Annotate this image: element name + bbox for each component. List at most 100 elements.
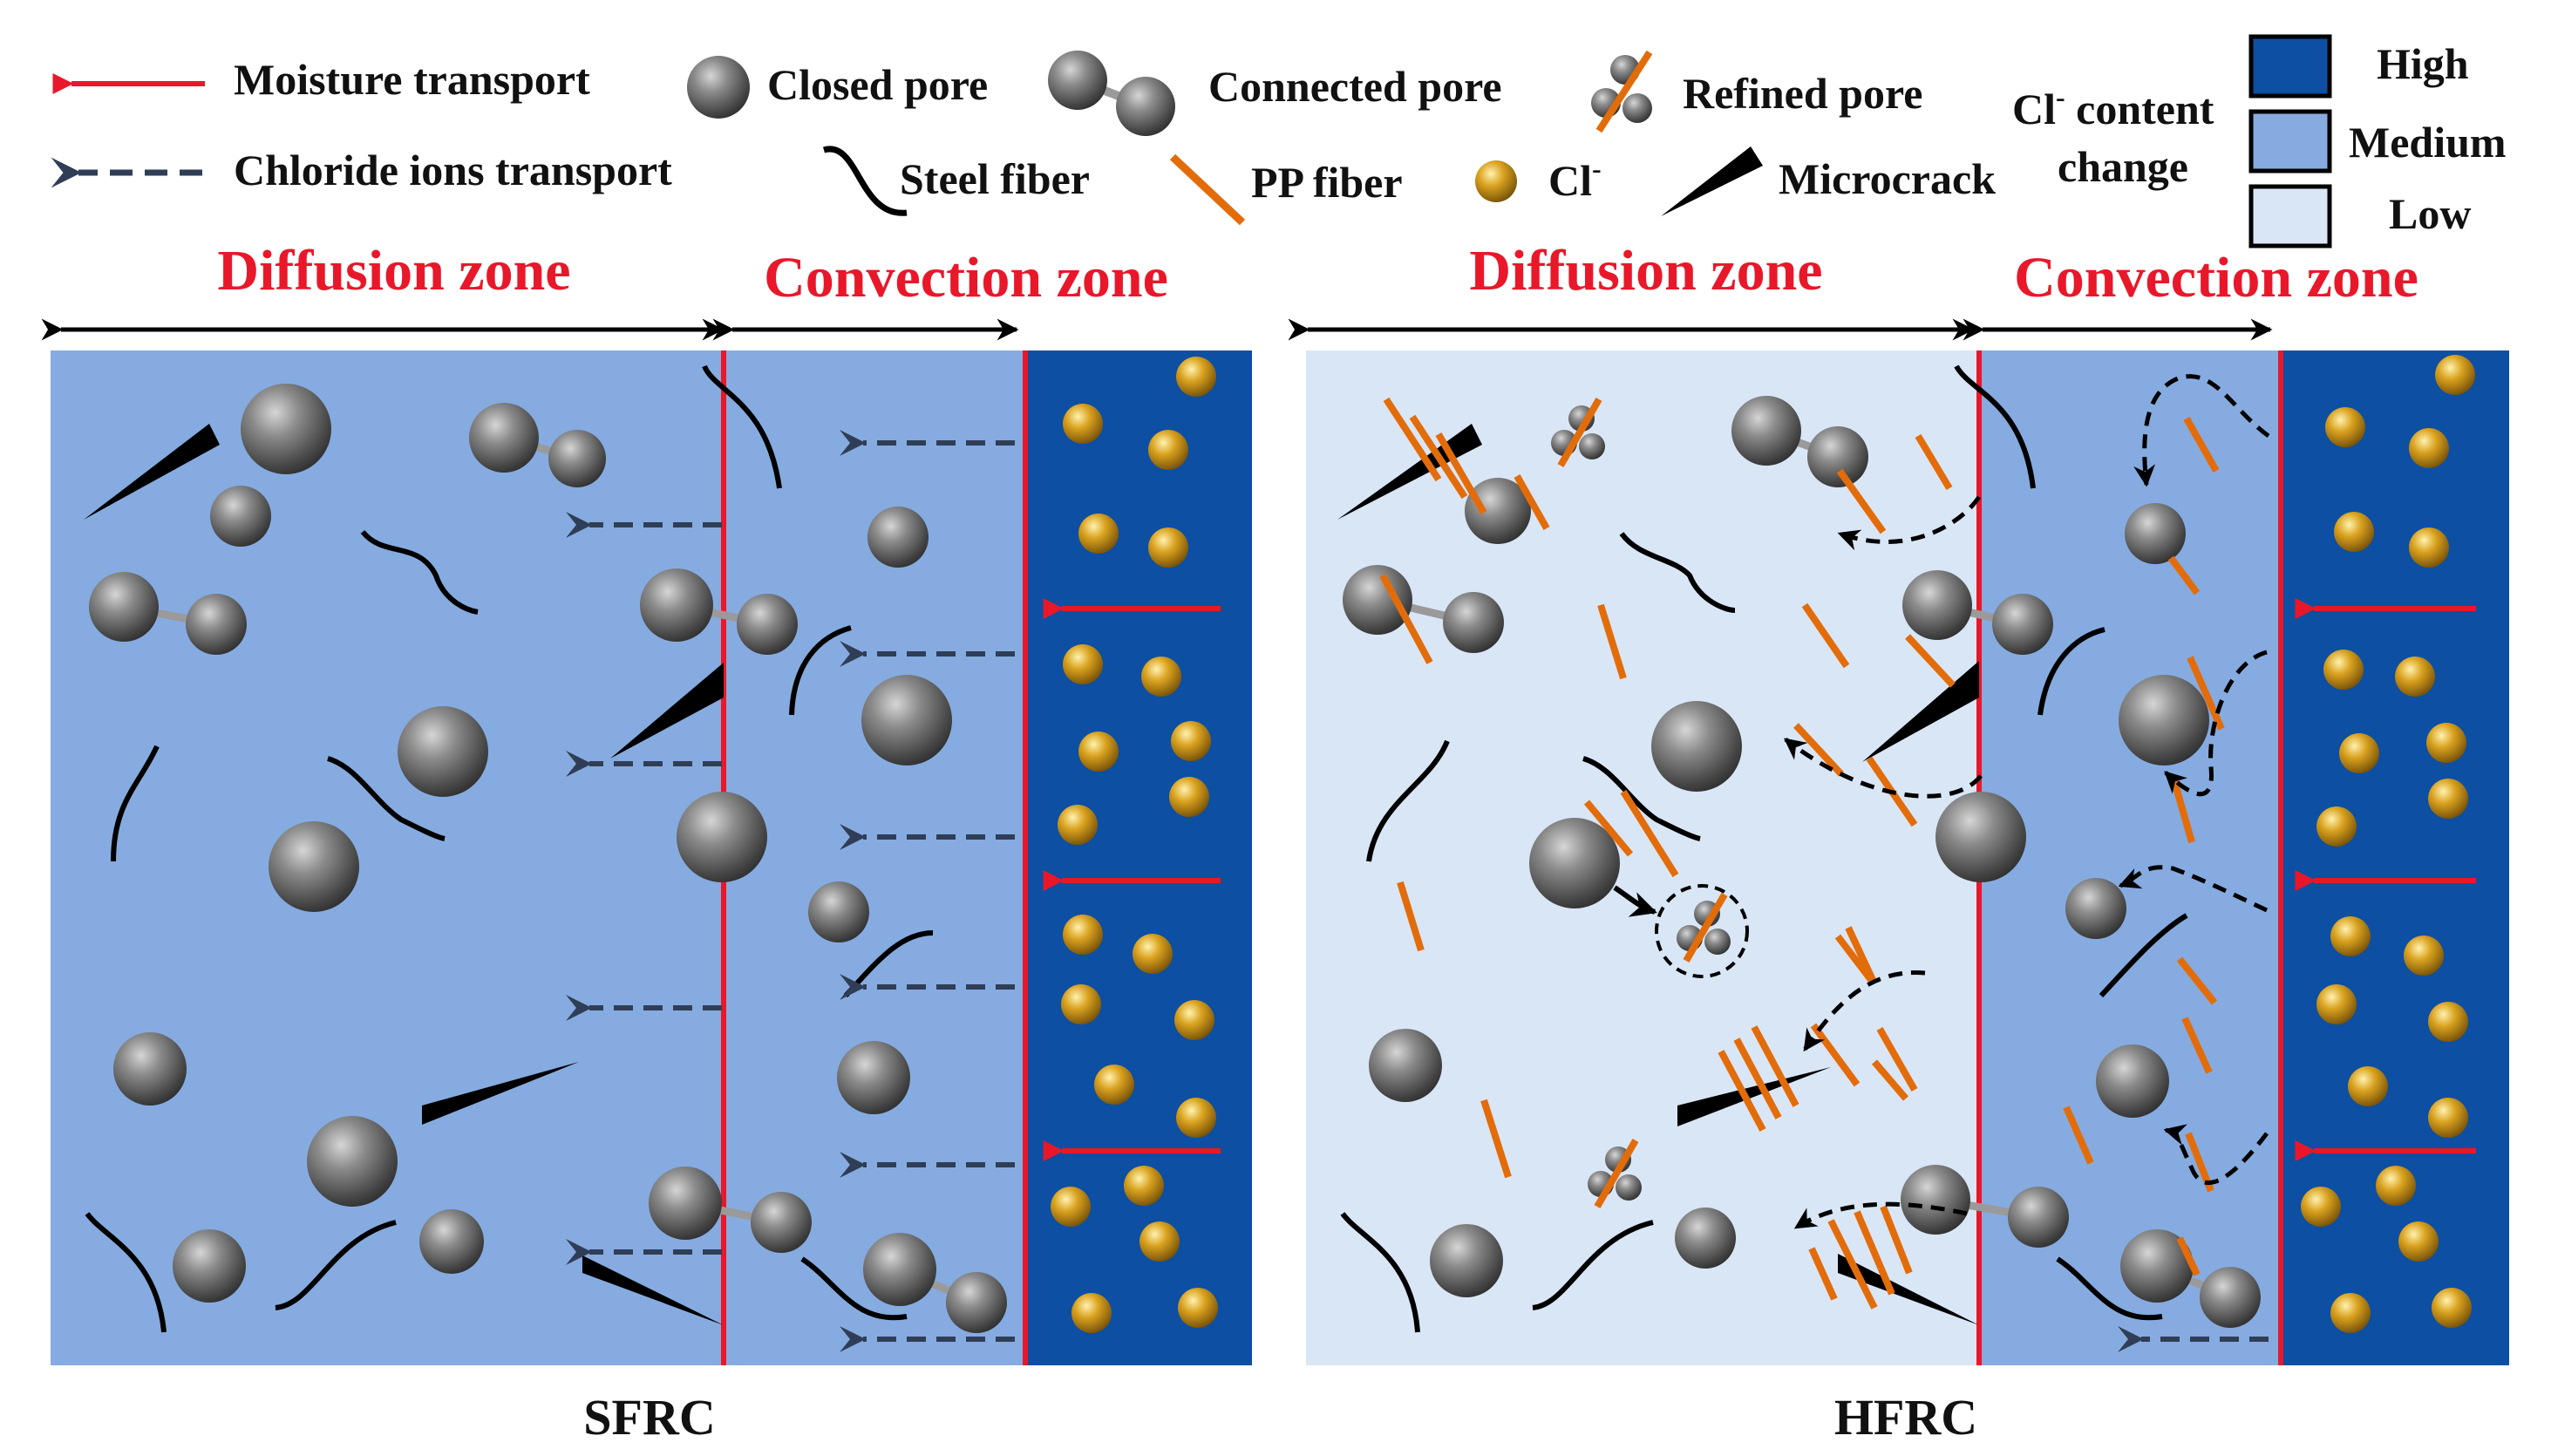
sfrc-title: SFRC xyxy=(583,1389,715,1446)
sfrc-panel xyxy=(51,350,1252,1365)
steel-fiber xyxy=(360,530,479,615)
legend-connected-pore-label: Connected pore xyxy=(1208,62,1502,111)
cl-ion xyxy=(1063,644,1103,684)
closed-pore xyxy=(2096,1044,2169,1118)
connected-pore xyxy=(2120,1229,2194,1303)
cl-ion xyxy=(2301,1187,2341,1227)
pp-fiber xyxy=(1718,1050,1766,1132)
cl-ion xyxy=(2428,779,2468,819)
cl-ion xyxy=(2325,407,2365,447)
steel-fiber xyxy=(789,625,852,716)
legend-pp-fiber-label: PP fiber xyxy=(1251,158,1403,207)
closed-pore xyxy=(398,706,488,797)
swatch-low xyxy=(2248,184,2332,248)
cl-ion xyxy=(1063,404,1103,444)
cl-ion xyxy=(1176,357,1216,397)
connected-pore xyxy=(1731,396,1801,466)
pp-fiber xyxy=(1845,926,1876,982)
chloride-path-arrow xyxy=(1837,495,1982,551)
hfrc-convection-label: Convection zone xyxy=(2014,246,2418,310)
level-high-label: High xyxy=(2377,39,2469,88)
connected-pore xyxy=(1992,594,2053,655)
pp-fiber xyxy=(1597,603,1627,680)
pp-fiber xyxy=(1583,799,1634,857)
cl-ion xyxy=(2432,1288,2472,1328)
refined-pore xyxy=(1616,1174,1642,1201)
cl-ion xyxy=(2348,1066,2388,1106)
steel-fiber xyxy=(2099,913,2188,998)
cl-ion xyxy=(2334,512,2374,552)
refined-pore xyxy=(1579,433,1605,459)
closed-pore xyxy=(2065,878,2126,939)
microcrack xyxy=(582,1255,724,1325)
closed-pore xyxy=(269,821,359,912)
level-medium-label: Medium xyxy=(2349,118,2507,167)
hfrc-diffusion-label: Diffusion zone xyxy=(1469,239,1822,303)
connected-pore xyxy=(863,1233,936,1306)
pp-fiber xyxy=(1871,1059,1909,1101)
pp-fiber xyxy=(1379,574,1433,664)
legend-steel-fiber-label: Steel fiber xyxy=(900,154,1090,203)
hfrc-diffusion-region xyxy=(1306,350,1979,1365)
chloride-path-arrow xyxy=(2164,650,2268,797)
legend-refined-pore-label: Refined pore xyxy=(1683,69,1922,118)
legend-microcrack-label: Microcrack xyxy=(1779,154,1996,203)
connected-pore xyxy=(1343,565,1412,635)
connected-pore-icon xyxy=(1048,51,1175,136)
pp-fiber xyxy=(2167,555,2201,595)
pp-fiber xyxy=(1793,723,1844,777)
cl-ion xyxy=(1139,1221,1180,1262)
steel-fiber xyxy=(800,1256,908,1321)
refined-pore-icon xyxy=(1591,50,1653,133)
connected-pore xyxy=(2200,1267,2261,1328)
cl-ion xyxy=(1094,1065,1134,1105)
connected-pore xyxy=(89,572,159,642)
cl-ion xyxy=(2404,936,2444,976)
pp-fiber xyxy=(1854,1210,1895,1296)
microcrack xyxy=(422,1062,579,1125)
closed-pore xyxy=(867,507,929,568)
closed-pore-icon xyxy=(687,56,750,119)
cl-ion xyxy=(2330,1293,2371,1333)
cl-ion xyxy=(2395,657,2435,697)
cl-ion xyxy=(1174,1000,1214,1040)
swatch-medium xyxy=(2248,109,2332,173)
pp-fiber xyxy=(1557,397,1602,468)
legend: Moisture transport Chloride ions transpo… xyxy=(51,34,2507,248)
cl-ion xyxy=(1061,984,1101,1024)
cl-ion xyxy=(2398,1221,2439,1262)
closed-pore xyxy=(1529,818,1620,908)
steel-fiber xyxy=(85,1212,167,1333)
cl-ion xyxy=(2435,355,2475,395)
cl-ion xyxy=(2316,806,2357,847)
sfrc-convection-label: Convection zone xyxy=(764,246,1168,310)
closed-pore xyxy=(861,675,952,765)
pp-fiber xyxy=(1514,474,1550,530)
steel-fiber xyxy=(1619,532,1736,613)
level-low-label: Low xyxy=(2389,189,2471,238)
pp-fiber xyxy=(1808,1247,1838,1301)
connected-pore xyxy=(640,568,713,642)
connected-pore xyxy=(548,430,606,487)
cl-ion xyxy=(1178,1288,1218,1328)
cl-ion xyxy=(2316,984,2357,1024)
steel-fiber xyxy=(111,745,160,862)
closed-pore xyxy=(307,1116,398,1207)
connected-pore xyxy=(1901,1165,1970,1235)
refined-pore-outline xyxy=(1655,884,1749,978)
microcrack xyxy=(610,663,724,759)
pp-fiber xyxy=(2187,656,2225,731)
cl-ion xyxy=(2323,650,2364,690)
pp-fiber xyxy=(2063,1106,2094,1165)
cl-ion xyxy=(1148,527,1188,568)
pp-fiber xyxy=(1409,414,1468,500)
cl-ion xyxy=(2376,1166,2416,1206)
steel-fiber xyxy=(1582,756,1701,841)
closed-pore xyxy=(1430,1224,1503,1297)
connected-pore xyxy=(751,1192,812,1253)
connected-pore xyxy=(737,594,798,655)
cl-ion xyxy=(2428,1098,2468,1138)
closed-pore xyxy=(113,1032,187,1106)
pp-fiber xyxy=(1827,1219,1878,1310)
connected-pore xyxy=(186,594,247,655)
